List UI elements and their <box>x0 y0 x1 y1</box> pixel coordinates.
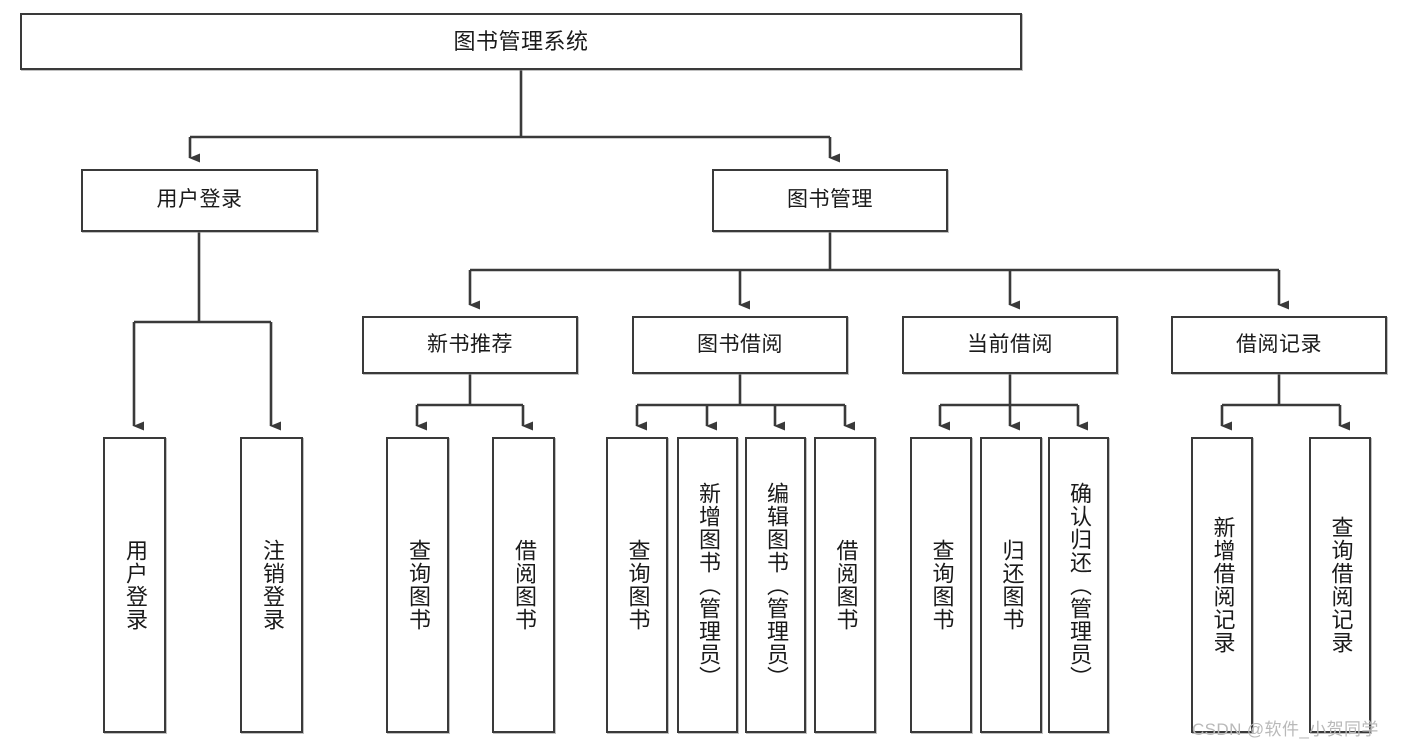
node-leaf-query-book-1-label: 查询图书 <box>405 539 431 631</box>
node-new-book-recommend[interactable]: 新书推荐 <box>362 316 578 374</box>
node-leaf-query-book-2[interactable]: 查询图书 <box>606 437 668 733</box>
node-leaf-logout[interactable]: 注销登录 <box>240 437 303 733</box>
node-user-login-label: 用户登录 <box>156 188 243 212</box>
node-leaf-query-record[interactable]: 查询借阅记录 <box>1309 437 1371 733</box>
node-leaf-edit-book-label: 编辑图书（管理员） <box>763 481 789 689</box>
node-leaf-query-record-label: 查询借阅记录 <box>1328 516 1354 654</box>
node-leaf-logout-label: 注销登录 <box>259 539 285 631</box>
node-book-borrow[interactable]: 图书借阅 <box>632 316 848 374</box>
node-leaf-user-login[interactable]: 用户登录 <box>103 437 166 733</box>
node-current-borrow-label: 当前借阅 <box>967 332 1053 356</box>
node-root-label: 图书管理系统 <box>453 28 589 54</box>
node-borrow-record-label: 借阅记录 <box>1236 332 1322 356</box>
node-book-manage[interactable]: 图书管理 <box>712 169 948 232</box>
node-leaf-add-record[interactable]: 新增借阅记录 <box>1191 437 1253 733</box>
node-leaf-borrow-book-1[interactable]: 借阅图书 <box>492 437 555 733</box>
node-leaf-confirm-return[interactable]: 确认归还（管理员） <box>1048 437 1109 733</box>
node-borrow-record[interactable]: 借阅记录 <box>1171 316 1387 374</box>
node-user-login[interactable]: 用户登录 <box>81 169 318 232</box>
node-leaf-add-record-label: 新增借阅记录 <box>1210 516 1236 654</box>
node-leaf-add-book[interactable]: 新增图书（管理员） <box>677 437 738 733</box>
node-leaf-return-book[interactable]: 归还图书 <box>980 437 1042 733</box>
node-leaf-query-book-1[interactable]: 查询图书 <box>386 437 449 733</box>
node-leaf-query-book-3[interactable]: 查询图书 <box>910 437 972 733</box>
node-leaf-edit-book[interactable]: 编辑图书（管理员） <box>745 437 806 733</box>
node-book-borrow-label: 图书借阅 <box>697 332 783 356</box>
node-leaf-query-book-2-label: 查询图书 <box>625 539 651 631</box>
node-leaf-return-book-label: 归还图书 <box>999 539 1025 631</box>
node-leaf-user-login-label: 用户登录 <box>122 539 148 631</box>
node-leaf-query-book-3-label: 查询图书 <box>929 539 955 631</box>
node-root[interactable]: 图书管理系统 <box>20 13 1022 70</box>
node-leaf-add-book-label: 新增图书（管理员） <box>695 481 721 689</box>
node-leaf-borrow-book-1-label: 借阅图书 <box>511 539 537 631</box>
node-new-book-recommend-label: 新书推荐 <box>427 332 513 356</box>
node-book-manage-label: 图书管理 <box>787 188 873 212</box>
node-leaf-borrow-book-2-label: 借阅图书 <box>833 539 859 631</box>
node-leaf-confirm-return-label: 确认归还（管理员） <box>1066 481 1092 689</box>
watermark-credit: CSDN @软件_小贺同学 <box>1192 720 1379 739</box>
node-leaf-borrow-book-2[interactable]: 借阅图书 <box>814 437 876 733</box>
node-current-borrow[interactable]: 当前借阅 <box>902 316 1118 374</box>
